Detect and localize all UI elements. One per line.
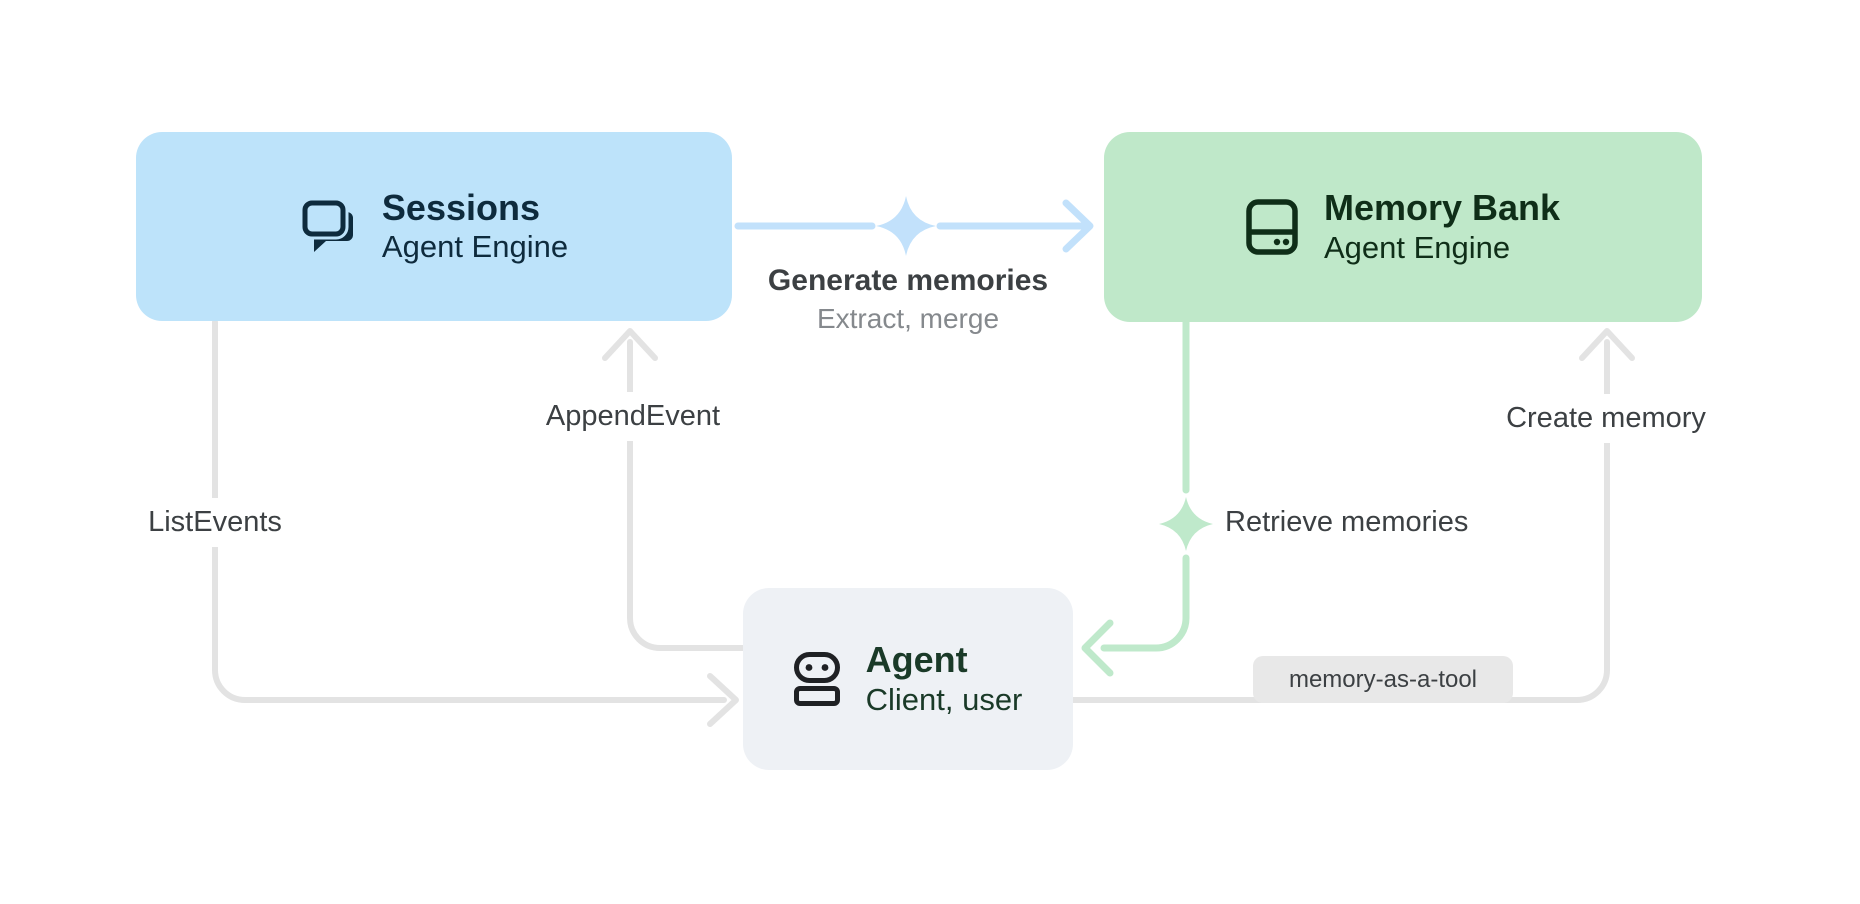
memory-storage-icon [1246,199,1298,255]
edge-create-memory [1070,328,1635,703]
node-title: Sessions [381,186,541,228]
node-title: Memory Bank [1323,187,1561,229]
sparkle-icon [1159,497,1213,551]
node-memory-bank: Memory Bank Agent Engine [1104,132,1702,322]
edge-retrieve-memories [1081,318,1190,677]
edge-label-create-memory: Create memory [1496,394,1716,443]
arrowhead-right-icon [707,673,739,727]
edge-label-generate-memories: Generate memories [767,264,1049,297]
edge-append-event [602,328,746,651]
node-subtitle: Agent Engine [381,229,569,265]
node-agent: Agent Client, user [743,588,1073,770]
node-subtitle: Client, user [865,681,1023,717]
arrowhead-left-icon [1081,619,1114,677]
edge-label-append-event: AppendEvent [535,392,731,441]
edge-generate-memories [734,199,1094,253]
arrowhead-right-icon [1062,199,1094,253]
node-subtitle: Agent Engine [1323,229,1511,265]
node-sessions: Sessions Agent Engine [136,132,732,321]
robot-agent-icon [793,652,840,706]
edge-label-retrieve-memories: Retrieve memories [1225,506,1469,538]
memory-as-a-tool-badge: memory-as-a-tool [1253,656,1513,703]
arrowhead-up-icon [1579,328,1635,361]
edge-sublabel-extract-merge: Extract, merge [816,303,1000,334]
edge-label-list-events: ListEvents [138,498,292,547]
sparkle-icon [876,196,936,256]
chat-bubbles-icon [299,197,353,252]
arrowhead-up-icon [602,328,658,361]
node-title: Agent [865,639,968,681]
edge-list-events [212,319,739,727]
